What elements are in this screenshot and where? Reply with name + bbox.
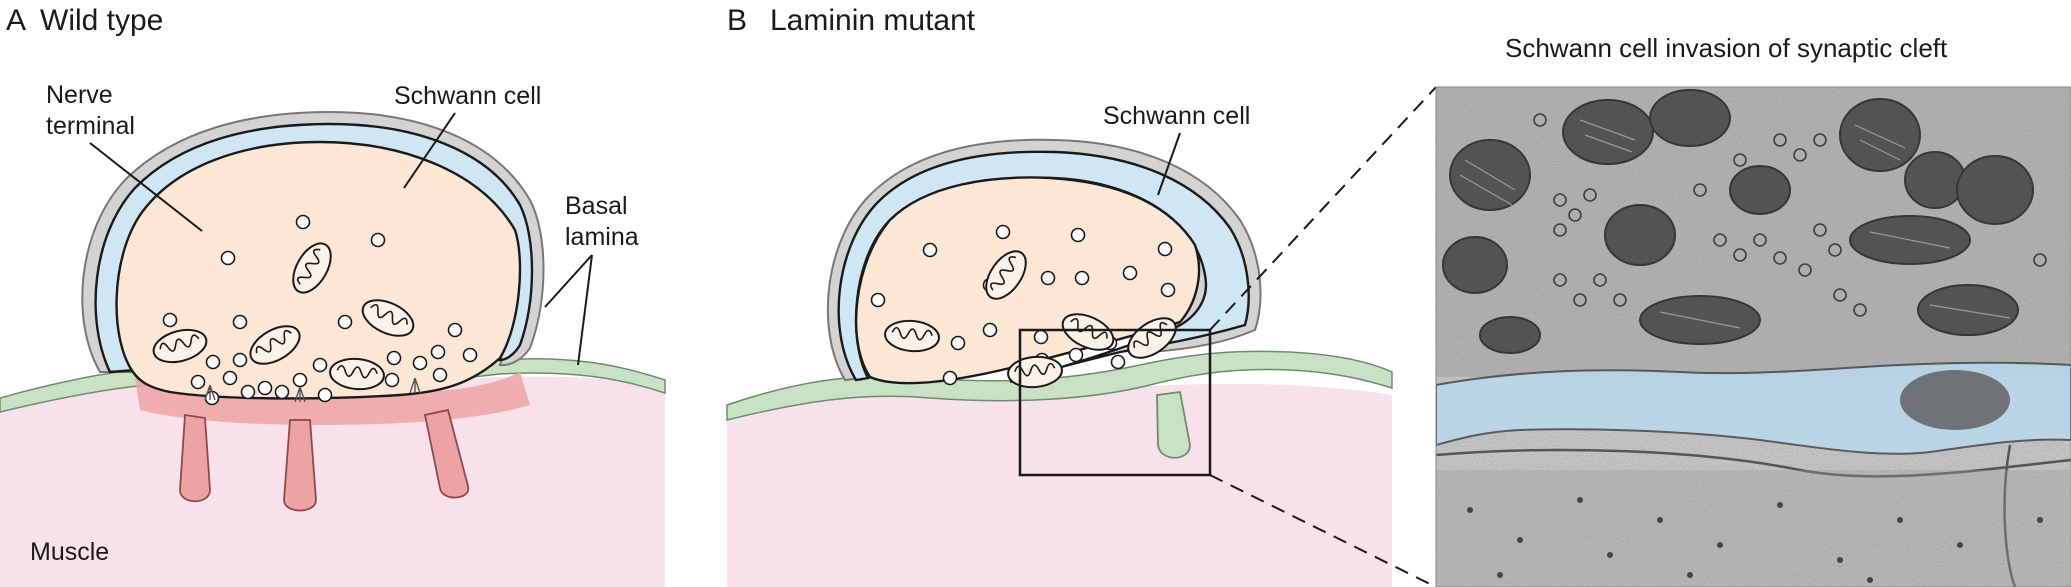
leader-basal-1 bbox=[544, 254, 593, 308]
zoom-connector-bottom bbox=[1209, 474, 1437, 587]
zoom-connector-top bbox=[1209, 86, 1437, 331]
junctional-folds-a bbox=[179, 408, 469, 512]
leader-nerve-terminal bbox=[89, 142, 203, 232]
label-schwann-a: Schwann cell bbox=[394, 82, 541, 110]
panel-b-title: Laminin mutant bbox=[770, 4, 976, 37]
panel-a-title: Wild type bbox=[40, 4, 163, 37]
electron-micrograph bbox=[1436, 87, 2071, 587]
panel-b: B Laminin mutant Schwann ce bbox=[726, 4, 1437, 587]
panel-b-letter: B bbox=[727, 4, 747, 37]
junctional-fold-b bbox=[1156, 390, 1191, 459]
leader-schwann-b bbox=[1157, 132, 1181, 196]
label-nerve-line2: terminal bbox=[46, 112, 135, 140]
synaptic-vesicles-a bbox=[162, 214, 478, 406]
micrograph-frame bbox=[1435, 86, 2071, 587]
electron-micrograph-panel: Schwann cell invasion of synaptic cleft bbox=[1435, 33, 2071, 587]
active-zones-a bbox=[204, 377, 421, 403]
zoom-region-box bbox=[1018, 328, 1212, 477]
panel-a-letter: A bbox=[6, 4, 26, 37]
basal-lamina-b bbox=[726, 350, 1393, 421]
label-muscle: Muscle bbox=[30, 538, 109, 566]
muscle-b bbox=[727, 383, 1392, 587]
muscle-a bbox=[0, 376, 665, 587]
label-nerve-line1: Nerve bbox=[46, 81, 113, 109]
label-schwann-b: Schwann cell bbox=[1103, 102, 1250, 130]
label-basal-line1: Basal bbox=[565, 192, 628, 220]
leader-schwann-a bbox=[403, 112, 456, 189]
panel-a: A Wild type bbox=[0, 4, 666, 587]
leader-basal-2 bbox=[577, 254, 593, 366]
micrograph-title: Schwann cell invasion of synaptic cleft bbox=[1505, 33, 1948, 63]
label-basal-line2: lamina bbox=[565, 223, 639, 251]
